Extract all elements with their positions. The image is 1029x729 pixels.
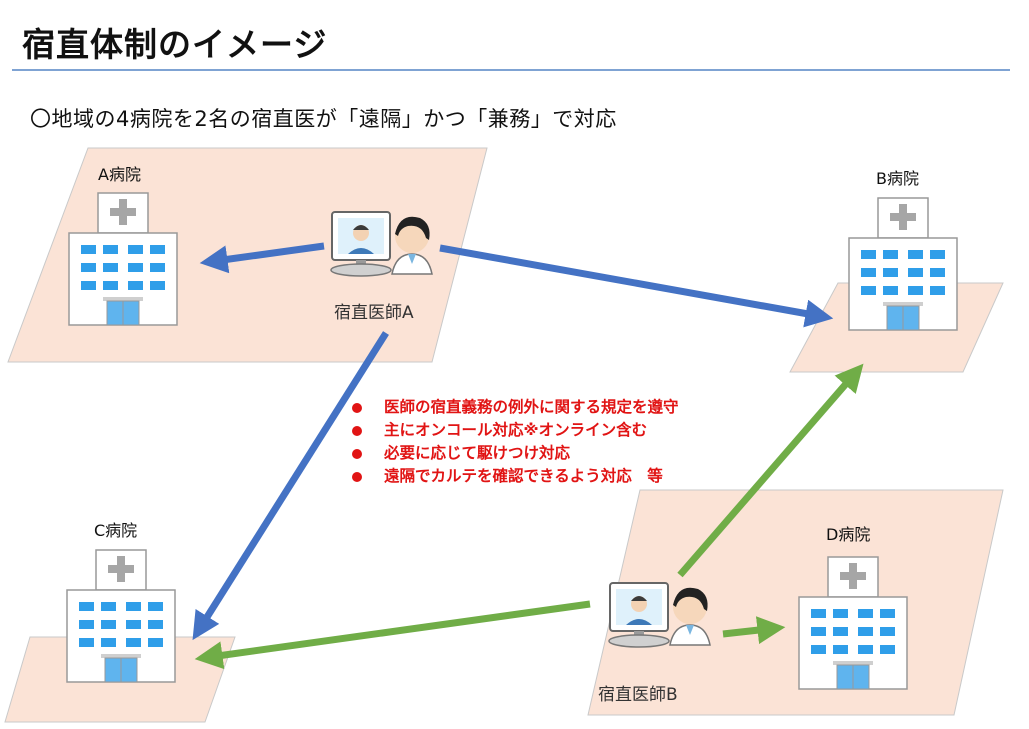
requirement-item: 医師の宿直義務の例外に関する規定を遵守 — [348, 396, 679, 419]
hospital-building-icon-b — [848, 197, 958, 331]
page-title: 宿直体制のイメージ — [22, 25, 328, 64]
arrow-doctor-b-to-hospital-b — [677, 363, 864, 578]
doctor-video-call-icon-a — [330, 211, 433, 277]
requirements-list: 医師の宿直義務の例外に関する規定を遵守 主にオンコール対応※オンライン含む 必要… — [348, 396, 679, 488]
requirement-item: 主にオンコール対応※オンライン含む — [348, 419, 679, 442]
arrow-doctor-a-to-hospital-a — [199, 242, 325, 274]
hospital-d-label: D病院 — [826, 525, 871, 544]
requirement-item: 必要に応じて駆けつけ対応 — [348, 442, 679, 465]
hospital-b-label: B病院 — [876, 169, 919, 188]
arrow-doctor-b-to-hospital-c — [194, 600, 591, 670]
requirement-item: 遠隔でカルテを確認できるよう対応 等 — [348, 465, 679, 488]
doctor-b-label: 宿直医師B — [598, 685, 678, 705]
title-divider — [12, 69, 1010, 71]
arrow-doctor-a-to-hospital-c — [192, 331, 389, 641]
hospital-c-label: C病院 — [94, 521, 138, 540]
subtitle: 〇地域の4病院を2名の宿直医が「遠隔」かつ「兼務」で対応 — [30, 107, 617, 131]
arrow-doctor-b-to-hospital-d — [722, 616, 786, 645]
hospital-a-label: A病院 — [98, 165, 141, 184]
hospital-building-icon-c — [66, 549, 176, 683]
arrow-doctor-a-to-hospital-b — [439, 244, 834, 328]
doctor-video-call-icon-b — [608, 582, 711, 648]
doctor-a-label: 宿直医師A — [334, 303, 414, 323]
